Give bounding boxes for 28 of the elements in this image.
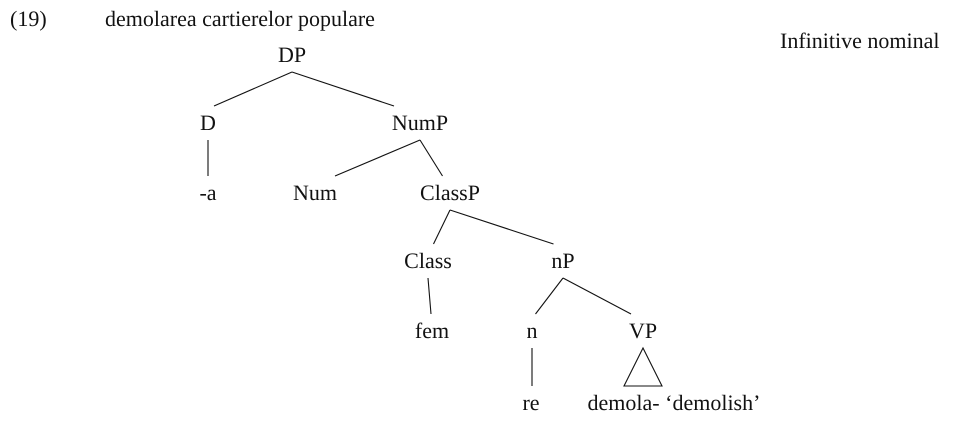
tree-branch [531, 348, 533, 386]
tree-branch [207, 140, 209, 176]
tree-node-label: demola- ‘demolish’ [588, 392, 760, 414]
tree-node-label: D [200, 112, 216, 134]
text-label: Infinitive nominal [780, 30, 940, 52]
tree-node-label: fem [414, 320, 450, 342]
tree-branch [214, 72, 292, 106]
triangle-branch [623, 346, 663, 387]
tree-node-label: NumP [392, 112, 448, 134]
tree-branch [433, 210, 450, 244]
tree-node-label: ClassP [420, 182, 480, 204]
tree-branch [427, 278, 432, 314]
tree-node-label: Class [404, 250, 452, 272]
tree-node-label: VP [628, 320, 658, 342]
tree-node-label: nP [551, 250, 575, 272]
tree-branch [420, 140, 443, 176]
text-label: demolarea cartierelor populare [105, 8, 375, 30]
tree-node-label: -a [199, 182, 217, 204]
tree-branch [292, 71, 394, 107]
tree-node-label: re [522, 392, 540, 414]
tree-node-label: DP [278, 44, 306, 66]
example-number: (19) [10, 8, 47, 30]
tree-node-label: Num [293, 182, 337, 204]
tree-branch [562, 278, 632, 314]
tree-branch [535, 278, 564, 314]
tree-node-label: n [526, 320, 538, 342]
tree-branch [450, 209, 554, 245]
tree-branch [334, 140, 420, 176]
